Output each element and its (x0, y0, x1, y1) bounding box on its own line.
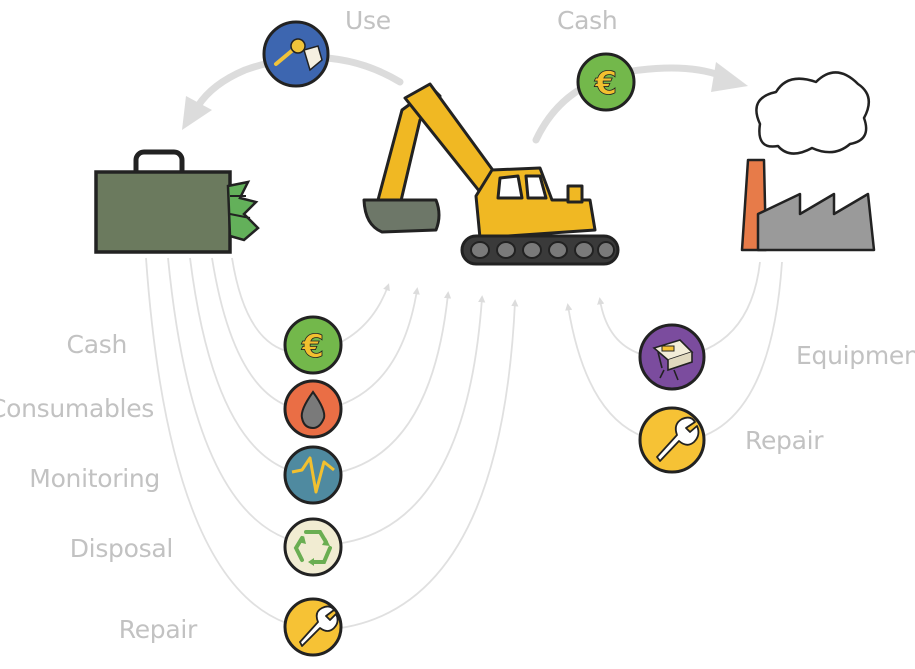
svg-text:€: € (594, 64, 617, 102)
equipment-label: Equipment (796, 341, 915, 370)
cash-top-label: Cash (557, 6, 618, 35)
monitoring-label: Monitoring (29, 464, 160, 493)
wrench-icon-right (638, 406, 706, 474)
cash-top-arrowhead (711, 62, 748, 92)
wrench-icon (283, 597, 343, 657)
customer-briefcase (94, 149, 260, 254)
use-label: Use (345, 6, 391, 35)
recycle-icon (283, 517, 343, 577)
machine-part-icon (638, 323, 706, 391)
euro-icon: € (283, 315, 343, 375)
keys-icon (262, 20, 330, 88)
excavator (362, 82, 620, 266)
cash-top-arrow (532, 64, 726, 144)
signal-wave-icon (283, 445, 343, 505)
repair-flow-line (145, 257, 519, 631)
repair-label-right: Repair (745, 426, 824, 455)
disposal-label: Disposal (69, 534, 174, 563)
cash-label: Cash (66, 330, 128, 359)
svg-text:€: € (301, 327, 324, 365)
use-arrowhead (182, 96, 212, 130)
oil-drop-icon (283, 379, 343, 439)
consumables-label: Consumables (0, 394, 154, 423)
flow-arrows-user (145, 257, 519, 631)
repair-label-left: Repair (118, 615, 198, 644)
euro-icon-top: € (576, 52, 636, 112)
manufacturer-factory (740, 71, 876, 252)
